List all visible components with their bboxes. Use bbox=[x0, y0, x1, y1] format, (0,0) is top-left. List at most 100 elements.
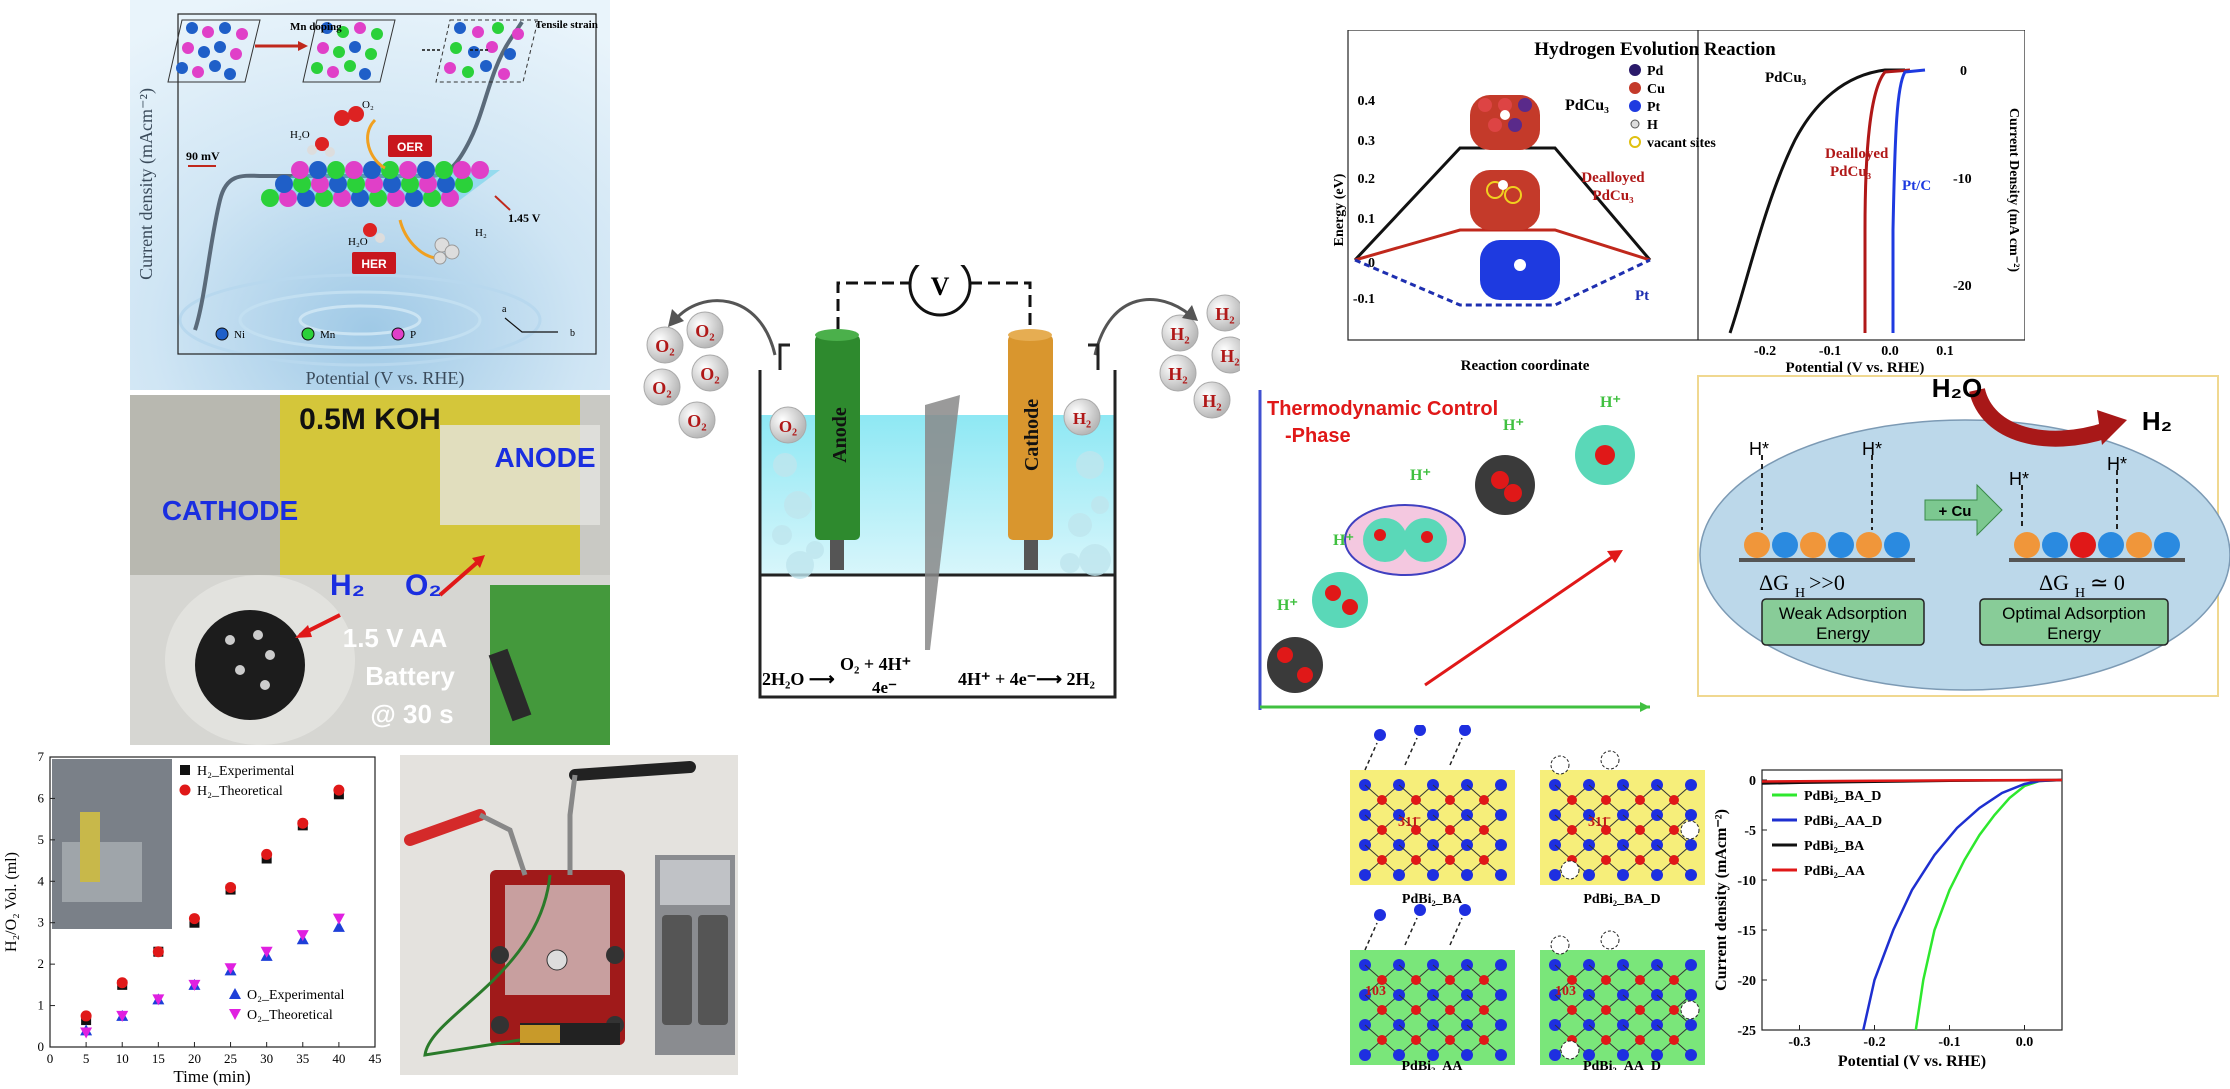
lsv-xtick-1: -0.1 bbox=[1819, 344, 1841, 359]
o2-photo-label: O₂ bbox=[405, 569, 442, 602]
h2-photo-label: H₂ bbox=[330, 569, 365, 602]
battery-line3: @ 30 s bbox=[370, 699, 453, 729]
pd-atom-0-1-0 bbox=[1377, 825, 1387, 835]
vol-xtick-0: 0 bbox=[47, 1051, 54, 1066]
bi-atom-1-3-2 bbox=[1617, 869, 1629, 881]
cluster-3 bbox=[1363, 518, 1447, 562]
bi-atom-0-2-4 bbox=[1495, 839, 1507, 851]
vol-legend-label-3: O₂_Theoretical bbox=[247, 1008, 333, 1023]
dg-left-sub: H bbox=[1795, 586, 1805, 601]
pd-atom-1-2-3 bbox=[1669, 855, 1679, 865]
cell-diagram: O₂ O₂ O₂ O₂ O₂ H₂ H₂ H₂ H₂ H₂ Anode Cath… bbox=[643, 265, 1240, 699]
vol-legend-marker-1 bbox=[179, 784, 191, 796]
pd-atom-1-1-1 bbox=[1601, 825, 1611, 835]
hplus-4: H⁺ bbox=[1503, 417, 1524, 434]
adsorption-figure: H₂O H₂ H* H* + Cu H* H* ΔG H >>0 ΔG H ≃ … bbox=[1697, 375, 2230, 697]
vol-point-s1-7 bbox=[333, 784, 345, 796]
hstar-2: H* bbox=[1862, 439, 1882, 459]
vacancy-3-1 bbox=[1600, 930, 1620, 950]
bi-atom-1-3-3 bbox=[1651, 869, 1663, 881]
vol-point-s1-4 bbox=[225, 882, 237, 893]
pd-atom-3-1-3 bbox=[1669, 1005, 1679, 1015]
pd-atom-0-2-0 bbox=[1377, 855, 1387, 865]
vol-point-s3-1 bbox=[116, 1010, 129, 1022]
h2o-label: H₂O bbox=[1932, 375, 1983, 403]
bi-atom-2-3-2 bbox=[1427, 1049, 1439, 1061]
her-ylabel: Energy (eV) bbox=[1332, 173, 1347, 246]
bi-atom-3-3-4 bbox=[1685, 1049, 1697, 1061]
pd-atom-1-0-0 bbox=[1567, 795, 1577, 805]
bi-atom-1-3-0 bbox=[1549, 869, 1561, 881]
o2-bubble-3: O₂ bbox=[652, 378, 671, 398]
vacancy-1-1 bbox=[1600, 750, 1620, 770]
lsv2-ytick-5: -25 bbox=[1737, 1024, 1756, 1039]
energy-dealloyed-pdcu3-label: PdCu₃ bbox=[1592, 188, 1634, 204]
hplus-2: H⁺ bbox=[1333, 532, 1354, 549]
voltmeter-label: V bbox=[931, 272, 950, 301]
her-ytick-2: 0.2 bbox=[1358, 172, 1376, 187]
pd-atom-1-0-3 bbox=[1669, 795, 1679, 805]
leaving-atom-2-0 bbox=[1374, 909, 1386, 921]
bi-atom-0-3-1 bbox=[1393, 869, 1405, 881]
vacancy-3-3 bbox=[1560, 1040, 1580, 1060]
lsv-ytick-1: -10 bbox=[1953, 172, 1972, 187]
hstar-4: H* bbox=[2107, 454, 2127, 474]
pd-atom-0-0-0 bbox=[1377, 795, 1387, 805]
catalyst-slab bbox=[260, 161, 500, 207]
lattice-left bbox=[167, 19, 261, 83]
vol-xtick-3: 15 bbox=[152, 1051, 165, 1066]
plane-4: 103 bbox=[1555, 984, 1576, 999]
axis-b-label: b bbox=[570, 328, 575, 339]
o2-inside-label: O₂ bbox=[779, 417, 797, 436]
vol-xtick-7: 35 bbox=[296, 1051, 309, 1066]
lattice-middle bbox=[302, 19, 396, 83]
slab-right bbox=[2009, 532, 2185, 562]
leaving-atom-0-2 bbox=[1459, 725, 1471, 736]
bi-atom-2-3-3 bbox=[1461, 1049, 1473, 1061]
hplus-5: H⁺ bbox=[1600, 394, 1621, 411]
lsv-dealloyed-pdcu3-label: PdCu₃ bbox=[1830, 164, 1872, 180]
lsv-xtick-2: 0.0 bbox=[1881, 344, 1899, 359]
legend-pd: Pd bbox=[1647, 64, 1664, 79]
pdbi-structures-panel: 311̄ 311̄ 103 103 PdBi₂_BA PdBi₂_BA_D Pd… bbox=[1340, 725, 1710, 1070]
bi-atom-2-3-4 bbox=[1495, 1049, 1507, 1061]
pd-atom-1-1-3 bbox=[1669, 825, 1679, 835]
h2-bubble-1: H₂ bbox=[1215, 304, 1234, 324]
pd-atom-2-2-1 bbox=[1411, 1035, 1421, 1045]
lsv2-legend-label-2: PdBi₂_BA bbox=[1804, 839, 1865, 854]
bi-atom-0-3-4 bbox=[1495, 869, 1507, 881]
vol-point-s3-4 bbox=[224, 963, 237, 975]
pd-atom-1-1-0 bbox=[1567, 825, 1577, 835]
pd-atom-3-2-2 bbox=[1635, 1035, 1645, 1045]
bi-atom-3-0-4 bbox=[1685, 959, 1697, 971]
cathode-label: Cathode bbox=[1021, 399, 1043, 471]
plane-3: 103 bbox=[1365, 984, 1386, 999]
her-energy-panel: Hydrogen Evolution Reaction Energy (eV) … bbox=[1325, 30, 2025, 380]
pd-atom-0-1-2 bbox=[1445, 825, 1455, 835]
vol-point-s1-2 bbox=[152, 946, 164, 958]
legend-p: P bbox=[410, 329, 416, 341]
pd-atom-2-0-2 bbox=[1445, 975, 1455, 985]
h2o-bottom-label: H₂O bbox=[348, 236, 368, 248]
thermo-title-1: Thermodynamic Control bbox=[1267, 398, 1498, 420]
vol-xtick-2: 10 bbox=[116, 1051, 129, 1066]
vol-legend-label-2: O₂_Experimental bbox=[247, 988, 345, 1003]
vol-ytick-5: 5 bbox=[38, 832, 45, 847]
vol-point-s1-5 bbox=[261, 848, 273, 860]
pd-atom-0-2-1 bbox=[1411, 855, 1421, 865]
legend-mn: Mn bbox=[320, 329, 336, 341]
lsv-ylabel: Current Density (mA cm⁻²) bbox=[2006, 108, 2021, 272]
pd-atom-0-0-2 bbox=[1445, 795, 1455, 805]
bi-atom-0-3-3 bbox=[1461, 869, 1473, 881]
battery-line2: Battery bbox=[365, 661, 455, 691]
h2o-top-label: H₂O bbox=[290, 129, 310, 141]
bi-atom-3-1-4 bbox=[1685, 989, 1697, 1001]
dg-left: ΔG bbox=[1759, 570, 1789, 595]
lsv-xtick-0: -0.2 bbox=[1754, 344, 1776, 359]
pd-atom-0-1-3 bbox=[1479, 825, 1489, 835]
lsv-xtick-3: 0.1 bbox=[1936, 344, 1954, 359]
vol-ytick-3: 3 bbox=[38, 915, 45, 930]
bi-atom-0-1-4 bbox=[1495, 809, 1507, 821]
